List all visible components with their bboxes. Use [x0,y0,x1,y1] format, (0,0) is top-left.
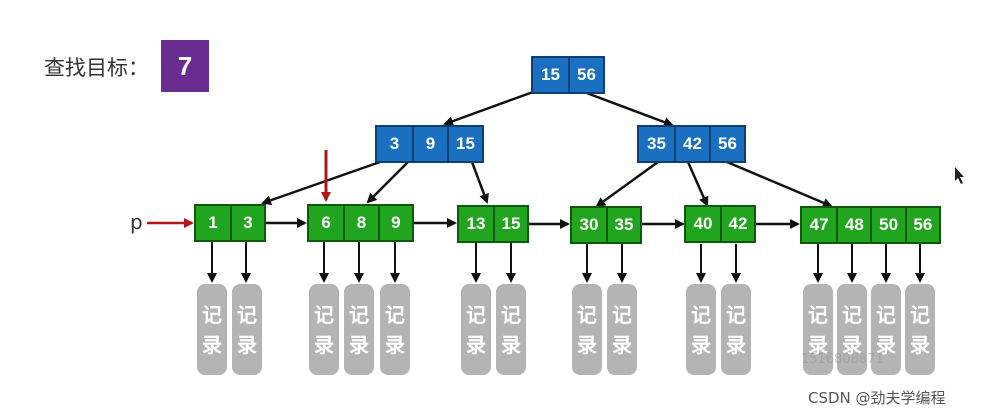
leaf-key: 15 [492,207,527,241]
root-node: 15 56 [531,56,605,94]
search-target-label: 查找目标： [44,56,149,80]
record-block: 记录 [344,284,374,375]
leaf-key: 13 [466,214,486,233]
record-char: 录 [314,332,334,357]
record-block: 记录 [607,284,637,375]
record-char: 记 [501,302,521,327]
leaf-key: 48 [836,208,870,242]
record-char: 录 [842,332,862,357]
record-block: 记录 [197,284,227,375]
edge-root-left [443,90,534,126]
internal-key: 35 [647,134,666,153]
leaf-node-3: 13 15 [457,205,529,243]
record-char: 记 [385,302,405,327]
mouse-cursor-icon [955,167,964,184]
record-block: 记录 [905,284,935,375]
record-char: 记 [577,302,597,327]
record-char: 记 [466,302,486,327]
leaf-key: 1 [208,213,218,232]
record-char: 记 [910,302,930,327]
edge-int2-leaf5 [686,161,709,207]
pointer-p-label: p [130,210,143,234]
leaf-key: 6 [321,213,331,232]
record-char: 记 [314,302,334,327]
record-char: 录 [876,332,896,357]
internal-key: 56 [709,127,744,161]
leaf-node-4: 30 35 [570,206,642,244]
internal-node-left: 3 9 15 [375,125,484,163]
record-block: 记录 [803,284,833,375]
record-char: 录 [202,332,222,357]
edge-int1-leaf3 [470,161,489,204]
record-char: 录 [612,332,632,357]
internal-key: 42 [674,127,709,161]
faint-id-overlay: 1516808871 [801,352,884,367]
leaf-key: 42 [719,207,754,241]
record-block: 记录 [461,284,491,375]
record-block: 记录 [871,284,901,375]
internal-node-right: 35 42 56 [637,125,746,163]
leaf-key: 56 [904,208,939,242]
record-block: 记录 [837,284,867,375]
leaf-key: 50 [870,208,904,242]
record-arrows [207,242,925,283]
leaf-key: 9 [377,206,412,240]
record-char: 录 [726,332,746,357]
record-char: 录 [349,332,369,357]
record-block: 记录 [686,284,716,375]
record-char: 录 [577,332,597,357]
internal-key: 15 [447,127,482,161]
edge-int2-leaf6 [726,160,833,208]
record-char: 录 [910,332,930,357]
record-char: 记 [842,302,862,327]
record-char: 录 [237,332,257,357]
leaf-key: 40 [693,214,713,233]
record-char: 录 [808,332,828,357]
leaf-node-2: 6 8 9 [307,204,414,242]
record-char: 记 [237,302,257,327]
watermark: CSDN @劲夫学编程 [808,389,946,407]
root-key: 56 [568,58,603,92]
record-char: 记 [202,302,222,327]
record-char: 录 [385,332,405,357]
leaf-node-5: 40 42 [684,205,756,243]
record-block: 记录 [496,284,526,375]
internal-key: 9 [412,127,447,161]
record-block: 记录 [572,284,602,375]
record-char: 录 [466,332,486,357]
leaf-key: 47 [809,215,829,234]
record-char: 录 [501,332,521,357]
leaf-key: 35 [605,208,640,242]
record-char: 记 [612,302,632,327]
internal-key: 3 [389,134,400,153]
edge-root-right [583,90,674,127]
record-char: 记 [808,302,828,327]
record-char: 录 [691,332,711,357]
record-block: 记录 [721,284,751,375]
record-char: 记 [349,302,369,327]
search-target-value: 7 [161,40,209,92]
leaf-node-1: 1 3 [194,204,266,242]
record-char: 记 [691,302,711,327]
edge-int2-leaf4 [595,160,659,208]
record-block: 记录 [309,284,339,375]
edge-int1-leaf2 [366,161,409,204]
record-block: 记录 [232,284,262,375]
record-block: 记录 [380,284,410,375]
leaf-key: 8 [343,206,377,240]
record-char: 记 [876,302,896,327]
leaf-key: 3 [229,206,264,240]
record-char: 记 [726,302,746,327]
root-key: 15 [541,65,560,84]
edge-int1-leaf1 [261,160,381,206]
leaf-node-6: 47 48 50 56 [800,206,941,244]
leaf-key: 30 [579,215,599,234]
